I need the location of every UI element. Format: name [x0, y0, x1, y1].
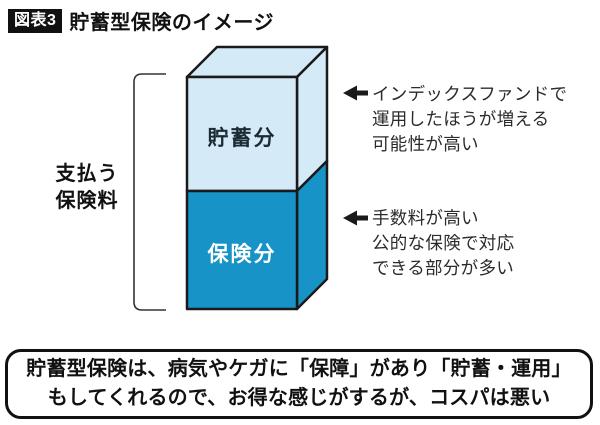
box-front-insurance-face	[185, 189, 299, 311]
premium-label-line1: 支払う	[55, 163, 119, 185]
premium-bracket-label: 支払う 保険料	[38, 161, 136, 215]
left-arrow-icon	[343, 85, 368, 101]
annotation-line: 手数料が高い	[372, 208, 479, 228]
figure-header: 図表3 貯蓄型保険のイメージ	[8, 6, 274, 35]
annotation-line: インデックスファンドで	[372, 84, 568, 104]
insurance-portion-label: 保険分	[207, 243, 277, 266]
annotation-line: 運用したほうが増える	[372, 109, 550, 129]
premium-label-line2: 保険料	[55, 190, 119, 212]
left-arrow-icon	[343, 210, 368, 226]
summary-line2: もしてくれるので、お得な感じがするが、コスパは悪い	[47, 387, 551, 409]
annotation-line: できる部分が多い	[372, 258, 515, 278]
annotation-fees: 手数料が高い 公的な保険で対応 できる部分が多い	[372, 206, 514, 281]
summary-line1: 貯蓄型保険は、病気やケガに「保障」があり「貯蓄・運用」	[26, 358, 572, 380]
annotation-index-fund: インデックスファンドで 運用したほうが増える 可能性が高い	[372, 82, 567, 157]
bracket-shape	[133, 73, 166, 311]
figure-number-badge: 図表3	[8, 8, 63, 33]
annotation-line: 公的な保険で対応	[372, 233, 515, 253]
summary-callout: 貯蓄型保険は、病気やケガに「保障」があり「貯蓄・運用」 もしてくれるので、お得な…	[5, 349, 593, 419]
savings-portion-label: 貯蓄分	[207, 127, 277, 150]
figure-title: 貯蓄型保険のイメージ	[69, 12, 275, 34]
annotation-line: 可能性が高い	[372, 134, 479, 154]
